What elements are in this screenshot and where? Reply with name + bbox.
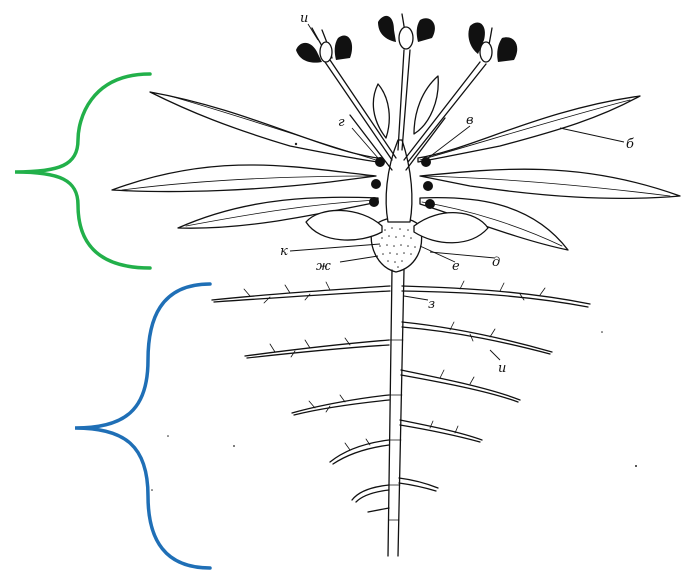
flower-right xyxy=(468,22,517,62)
upper-stem xyxy=(386,140,412,222)
leaflet-left xyxy=(373,84,389,138)
leaves-right xyxy=(414,96,680,250)
leaflet-right xyxy=(414,76,438,134)
label-e: е xyxy=(452,259,460,274)
lower-branches-left xyxy=(212,282,390,512)
label-k: к xyxy=(280,244,288,259)
label-top-i: и xyxy=(300,11,308,26)
flower-left xyxy=(296,28,352,63)
swelling-stipple xyxy=(379,227,416,268)
label-d: д xyxy=(492,255,500,270)
lower-bracket xyxy=(75,284,210,568)
lower-branches-right xyxy=(399,281,590,491)
label-v: в xyxy=(466,113,474,128)
flower-middle xyxy=(378,14,435,49)
label-i: и xyxy=(498,361,506,376)
label-b: б xyxy=(626,137,634,152)
label-z: з xyxy=(428,297,435,312)
upper-bracket xyxy=(15,74,150,268)
root-stem xyxy=(388,270,404,556)
label-g: г xyxy=(338,115,345,130)
label-zh: ж xyxy=(316,259,331,274)
